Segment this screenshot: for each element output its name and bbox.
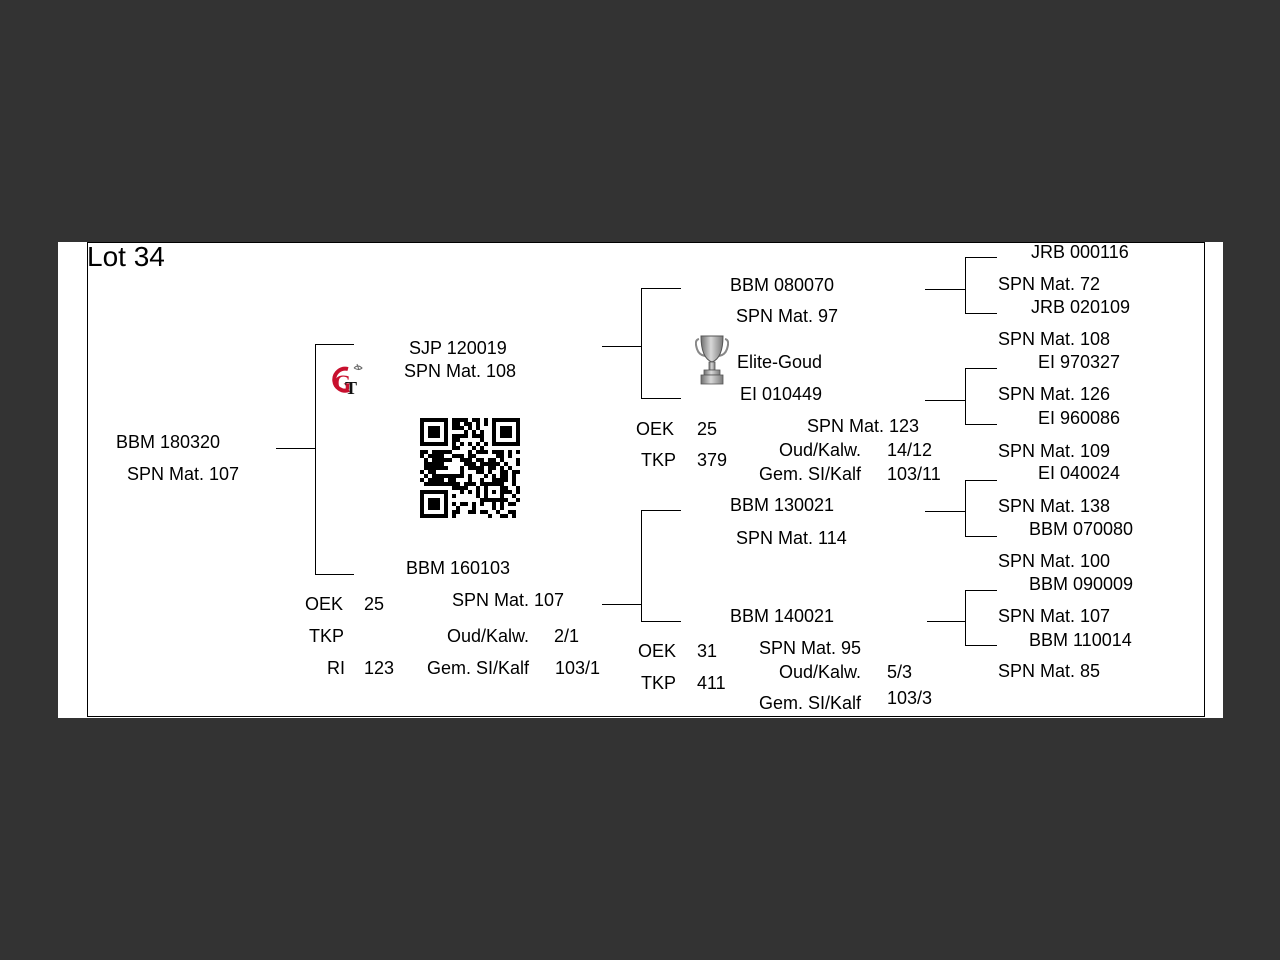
connector — [965, 313, 997, 314]
dam-oud-value: 2/1 — [554, 626, 580, 646]
connector — [965, 257, 997, 258]
dam-oek-value: 25 — [364, 594, 385, 614]
connector — [965, 424, 997, 425]
connector — [602, 346, 641, 347]
connector — [315, 344, 354, 345]
sire-dam-oud-label: Oud/Kalw. — [779, 440, 862, 460]
connector — [641, 288, 642, 399]
dam-sire-name: BBM 130021 — [730, 495, 835, 515]
dam-dam-oud-label: Oud/Kalw. — [779, 662, 862, 682]
dam-gem-value: 103/1 — [555, 658, 601, 678]
dam-dam-tkp-value: 411 — [697, 673, 726, 693]
sire-dam-mat: SPN Mat. 123 — [807, 416, 920, 436]
sire-dam-oek-label: OEK — [636, 419, 675, 439]
connector — [965, 257, 966, 314]
dam-dam-oek-value: 31 — [697, 641, 718, 661]
dam-dam-mat: SPN Mat. 95 — [759, 638, 862, 658]
gen3-mat: SPN Mat. 72 — [998, 274, 1101, 294]
connector — [965, 645, 997, 646]
connector — [965, 368, 997, 369]
gen3-name: JRB 020109 — [1031, 297, 1131, 317]
gen3-mat: SPN Mat. 107 — [998, 606, 1111, 626]
sire-dam-oek-value: 25 — [697, 419, 718, 439]
connector — [602, 604, 641, 605]
connector — [965, 590, 997, 591]
connector — [641, 621, 681, 622]
gen3-mat: SPN Mat. 138 — [998, 496, 1111, 516]
dam-mat: SPN Mat. 107 — [452, 590, 565, 610]
gen3-mat: SPN Mat. 126 — [998, 384, 1111, 404]
gen3-name: EI 960086 — [1038, 408, 1121, 428]
connector — [315, 574, 354, 575]
dam-oud-label: Oud/Kalw. — [447, 626, 530, 646]
dam-gem-label: Gem. SI/Kalf — [427, 658, 530, 678]
pedigree-sheet: Lot 34 BBM 180320 SPN Mat. 107 G T SJP 1… — [58, 242, 1223, 718]
sire-dam-tkp-value: 379 — [697, 450, 728, 470]
connector — [925, 400, 965, 401]
sire-dam-gem-value: 103/11 — [887, 464, 941, 484]
dam-dam-gem-label: Gem. SI/Kalf — [759, 693, 862, 713]
gen3-name: BBM 110014 — [1029, 630, 1132, 650]
gen3-mat: SPN Mat. 100 — [998, 551, 1111, 571]
sire-dam-name: EI 010449 — [740, 384, 823, 404]
gen3-mat: SPN Mat. 109 — [998, 441, 1111, 461]
dam-ri-label: RI — [327, 658, 345, 678]
gen3-name: JRB 000116 — [1031, 242, 1129, 262]
dam-tkp-label: TKP — [309, 626, 345, 646]
sire-dam-oud-value: 14/12 — [887, 440, 933, 460]
connector — [927, 621, 965, 622]
sire-dam-gem-label: Gem. SI/Kalf — [759, 464, 862, 484]
dam-dam-gem-value: 103/3 — [887, 688, 933, 708]
trophy-icon — [695, 335, 729, 385]
sire-sire-name: BBM 080070 — [730, 275, 835, 295]
pedigree-frame — [87, 242, 1205, 717]
animal-mat: SPN Mat. 107 — [127, 464, 240, 484]
gen3-name: BBM 070080 — [1029, 519, 1134, 539]
connector — [925, 289, 965, 290]
sire-sire-mat: SPN Mat. 97 — [736, 306, 839, 326]
sire-dam-award: Elite-Goud — [737, 352, 823, 372]
connector — [315, 344, 316, 575]
gen3-name: EI 040024 — [1038, 463, 1121, 483]
lot-title: Lot 34 — [87, 241, 165, 272]
connector — [641, 398, 681, 399]
connector — [925, 511, 965, 512]
gen3-name: BBM 090009 — [1029, 574, 1134, 594]
dam-sire-mat: SPN Mat. 114 — [736, 528, 847, 548]
svg-text:T: T — [345, 378, 357, 398]
dam-oek-label: OEK — [305, 594, 344, 614]
dam-dam-oek-label: OEK — [638, 641, 677, 661]
gt-logo: G T — [332, 363, 363, 398]
animal-name: BBM 180320 — [116, 432, 221, 452]
connector — [965, 536, 997, 537]
connector — [641, 510, 681, 511]
connector — [965, 590, 966, 646]
connector — [965, 480, 966, 537]
dam-dam-tkp-label: TKP — [641, 673, 677, 693]
sire-dam-tkp-label: TKP — [641, 450, 677, 470]
gen3-mat: SPN Mat. 108 — [998, 329, 1111, 349]
connector — [965, 368, 966, 425]
connector — [641, 288, 681, 289]
qr-code — [420, 418, 520, 518]
sire-name: SJP 120019 — [409, 338, 507, 358]
dam-dam-name: BBM 140021 — [730, 606, 835, 626]
frame-top-border — [87, 242, 1205, 243]
dam-ri-value: 123 — [364, 658, 395, 678]
dam-dam-oud-value: 5/3 — [887, 662, 913, 682]
sire-mat: SPN Mat. 108 — [404, 361, 517, 381]
connector — [965, 480, 997, 481]
gen3-name: EI 970327 — [1038, 352, 1121, 372]
connector — [641, 510, 642, 622]
svg-text:G: G — [334, 370, 351, 395]
dam-name: BBM 160103 — [406, 558, 511, 578]
gen3-mat: SPN Mat. 85 — [998, 661, 1101, 681]
connector — [276, 448, 315, 449]
